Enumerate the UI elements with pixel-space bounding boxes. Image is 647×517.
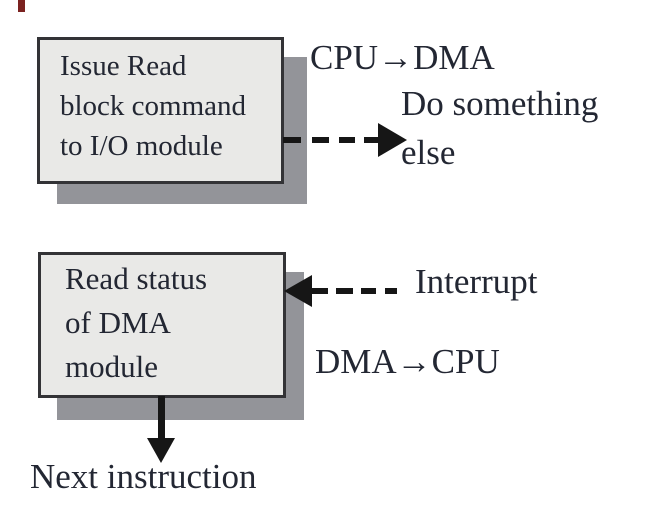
read-status-box-line1: Read status [65,261,208,296]
label-next-instruction: Next instruction [30,457,257,496]
label-cpu-to-dma: CPU→DMA [310,38,495,77]
issue-read-box-line1: Issue Read [60,50,187,82]
arrow-dash [339,137,355,143]
arrow-shaft [158,396,165,440]
right-arrowhead-icon [378,123,407,157]
label-do-something-else: Do something else [401,79,598,177]
label-do-something: Do something [401,84,599,123]
read-status-box-line2: of DMA [65,305,171,340]
arrow-dash [361,288,376,294]
arrow-dash [336,288,353,294]
top-arrow-remnant [18,0,25,12]
read-status-box-line3: module [65,349,158,384]
arrow-dash [312,288,328,294]
left-arrowhead-icon [284,275,312,307]
arrow-dash [312,137,329,143]
issue-read-box-line3: to I/O module [60,130,223,162]
issue-read-box: Issue Read block command to I/O module [37,37,284,184]
label-dma-to-cpu: DMA→CPU [315,342,500,381]
arrow-dash [283,137,301,143]
arrow-dash [364,137,378,143]
arrow-dash [385,288,397,294]
down-arrowhead-icon [147,438,175,463]
issue-read-box-line2: block command [60,90,247,122]
label-interrupt: Interrupt [415,262,538,301]
read-status-box: Read status of DMA module [38,252,286,398]
label-else: else [401,133,456,172]
